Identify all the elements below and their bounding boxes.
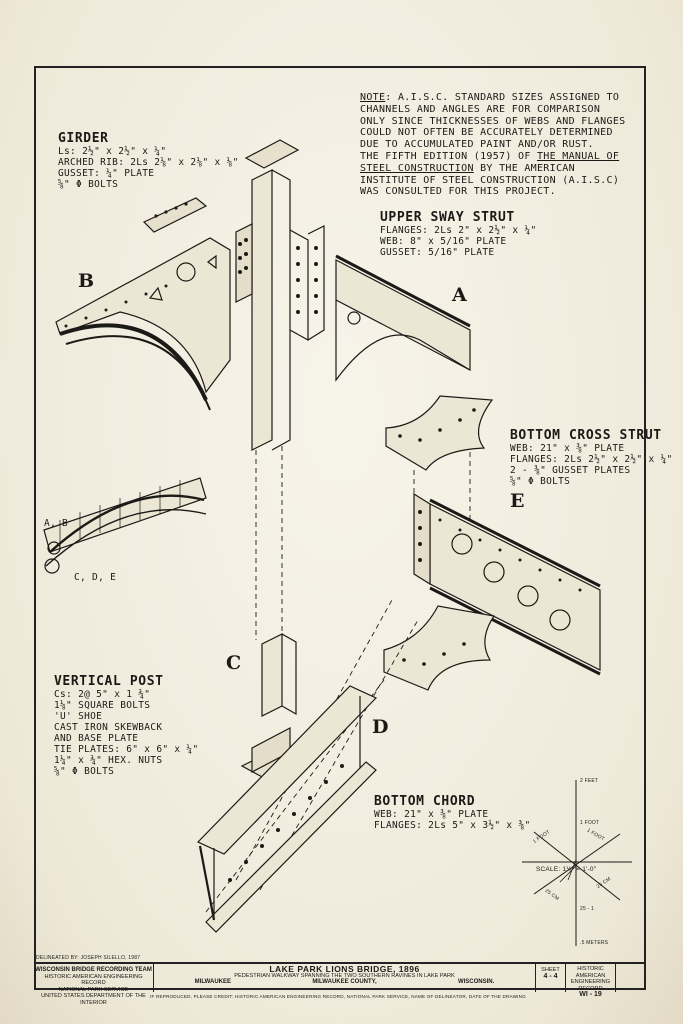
spec-line: Ls: 2½" x 2½" x ¼" [58,146,167,157]
note-line: COULD NOT OFTEN BE ACCURATELY DETERMINED [360,127,613,139]
spec-line: Cs: 2@ 5" x 1 ¾" [54,689,151,700]
haer-label: ENGINEERING RECORD [570,979,611,992]
credit-footer: IF REPRODUCED, PLEASE CREDIT: HISTORIC A… [150,994,526,999]
note-line: : A.I.S.C. STANDARD SIZES ASSIGNED TO [385,92,620,103]
spec-line: WEB: 21" x ⅜" PLATE [374,809,489,820]
county: MILWAUKEE COUNTY, [312,979,377,986]
note-line: BY THE AMERICAN [473,162,575,174]
spec-line: 1⅛" SQUARE BOLTS [54,700,151,711]
note-line-underlined: THE MANUAL OF [536,150,620,162]
key-plan-label-cde: C, D, E [74,572,117,583]
spec-line: FLANGES: 2Ls 2½" x 2½" x ¼" [510,454,673,465]
team-sub: NATIONAL PARK SERVICE [58,986,129,993]
spec-line: FLANGES: 2Ls 5" x 3½" x ⅜" [374,820,531,831]
bridge-name: LAKE PARK LIONS BRIDGE, 1896 [269,964,420,974]
haer-label: HISTORIC AMERICAN [575,966,606,979]
spec-line: ⅝" Φ BOLTS [54,766,115,777]
scale-ratio: SCALE: 1½" = 1'-0" [536,866,597,873]
scale-feet-label: 2 FEET [580,778,599,784]
spec-line: 2 - ⅜" GUSSET PLATES [510,465,631,476]
spec-line: ARCHED RIB: 2Ls 2⅛" x 2⅛" x ⅛" [58,157,239,168]
spec-line: WEB: 21" x ⅜" PLATE [510,443,625,454]
note-line: CHANNELS AND ANGLES ARE FOR COMPARISON [360,103,601,115]
haer-cell: HISTORIC AMERICAN ENGINEERING RECORD WI … [566,964,616,998]
spec-line: GUSSET: ¼" PLATE [58,168,155,179]
bridge-sub: PEDESTRIAN WALKWAY SPANNING THE TWO SOUT… [234,972,455,979]
spec-line: 1¼" x ¾" HEX. NUTS [54,755,163,766]
delineator: DELINEATED BY: JOSEPH SILELLO, 1987 [36,955,141,961]
team-name: WISCONSIN BRIDGE RECORDING TEAM [35,967,152,973]
spec-line: GUSSET: 5/16" PLATE [380,247,495,258]
scale-metric-label: 25 - 1 [580,906,594,912]
spec-line: WEB: 8" x 5/16" PLATE [380,236,507,247]
note-line: WAS CONSULTED FOR THIS PROJECT. [360,186,556,198]
bridge-cell: LAKE PARK LIONS BRIDGE, 1896 PEDESTRIAN … [154,964,536,992]
vertical-post-title: VERTICAL POST [54,674,164,689]
spec-line: ⅝" Φ BOLTS [58,179,119,190]
team-cell: WISCONSIN BRIDGE RECORDING TEAM HISTORIC… [34,964,154,1006]
note-line: ONLY SINCE THICKNESSES OF WEBS AND FLANG… [360,115,626,127]
index-cell [616,964,646,992]
note-line-underlined: STEEL CONSTRUCTION [360,162,474,174]
upper-sway-title: UPPER SWAY STRUT [380,210,515,225]
note-line: DUE TO ACCUMULATED PAINT AND/OR RUST. [360,139,594,151]
spec-line: TIE PLATES: 6" x 6" x ¼" [54,744,199,755]
label-d: D [372,716,389,738]
note-block: NOTE: A.I.S.C. STANDARD SIZES ASSIGNED T… [360,92,625,198]
sheet-border [34,66,646,990]
sheet-label: SHEET [541,967,560,973]
team-sub: HISTORIC AMERICAN ENGINEERING RECORD [44,973,143,987]
sheet-number: 4 - 4 [543,972,558,980]
haer-number: WI - 19 [579,991,602,999]
scale-foot-label: 1 FOOT [580,820,600,826]
key-plan-label-ab: A, B [44,518,69,529]
label-a: A [452,284,467,306]
spec-line: FLANGES: 2Ls 2" x 2½" x ¼" [380,225,537,236]
city: MILWAUKEE [194,979,231,986]
bottom-chord-title: BOTTOM CHORD [374,794,476,809]
spec-line: AND BASE PLATE [54,733,139,744]
note-label: NOTE [360,92,386,103]
spec-line: CAST IRON SKEWBACK [54,722,163,733]
label-b: B [78,270,95,292]
bottom-cross-title: BOTTOM CROSS STRUT [510,428,662,443]
scale-meters-label: .5 METERS [580,940,609,946]
team-sub: UNITED STATES DEPARTMENT OF THE INTERIOR [41,993,146,1006]
spec-line: 'U' SHOE [54,711,103,722]
girder-title: GIRDER [58,131,109,146]
note-line: INSTITUTE OF STEEL CONSTRUCTION (A.I.S.C… [360,174,620,186]
sheet-cell: SHEET 4 - 4 [536,964,566,992]
label-e: E [510,490,525,512]
note-line: THE FIFTH EDITION (1957) OF [360,150,537,162]
spec-line: ⅝" Φ BOLTS [510,476,571,487]
state: WISCONSIN. [457,979,495,986]
label-c: C [226,652,242,674]
title-block: WISCONSIN BRIDGE RECORDING TEAM HISTORIC… [34,962,646,1006]
